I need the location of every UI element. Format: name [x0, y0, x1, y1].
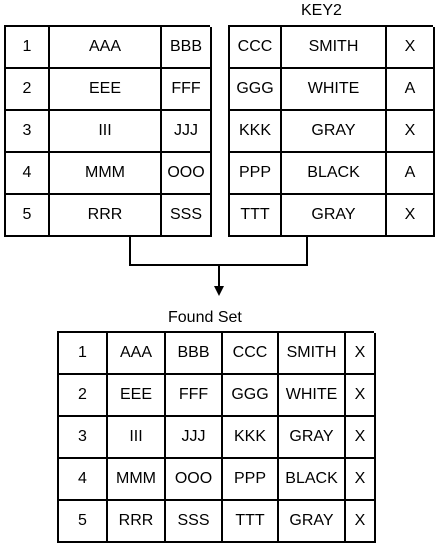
- table-cell: GRAY: [279, 501, 346, 543]
- table-cell: FFF: [166, 375, 223, 417]
- table-cell: X: [346, 459, 376, 501]
- table-cell: WHITE: [282, 69, 387, 111]
- table-cell: 2: [6, 69, 50, 111]
- table-cell: CCC: [223, 333, 279, 375]
- table-cell: BBB: [166, 333, 223, 375]
- table-cell: GRAY: [282, 195, 387, 237]
- table-cell: FFF: [162, 69, 212, 111]
- table-cell: X: [346, 417, 376, 459]
- table-cell: A: [387, 69, 435, 111]
- table-cell: SSS: [162, 195, 212, 237]
- table-cell: TTT: [223, 501, 279, 543]
- table-cell: X: [387, 195, 435, 237]
- table-cell: EEE: [50, 69, 162, 111]
- found-set-label: Found Set: [168, 309, 242, 326]
- table-cell: 2: [59, 375, 108, 417]
- table-cell: TTT: [230, 195, 282, 237]
- table-cell: SSS: [166, 501, 223, 543]
- merge-line: [129, 235, 308, 266]
- table-cell: GRAY: [282, 111, 387, 153]
- table-cell: JJJ: [166, 417, 223, 459]
- table-cell: BLACK: [282, 153, 387, 195]
- table-cell: PPP: [230, 153, 282, 195]
- table-cell: X: [387, 111, 435, 153]
- table-cell: X: [346, 375, 376, 417]
- table-cell: 5: [59, 501, 108, 543]
- table-cell: SMITH: [279, 333, 346, 375]
- table-cell: RRR: [50, 195, 162, 237]
- table-cell: X: [346, 333, 376, 375]
- table-cell: JJJ: [162, 111, 212, 153]
- arrow-head-icon: [214, 286, 224, 296]
- table-cell: 4: [6, 153, 50, 195]
- table-cell: WHITE: [279, 375, 346, 417]
- table-cell: 5: [6, 195, 50, 237]
- table-cell: AAA: [108, 333, 166, 375]
- table-cell: BLACK: [279, 459, 346, 501]
- table-cell: KKK: [230, 111, 282, 153]
- table-cell: KKK: [223, 417, 279, 459]
- table-cell: MMM: [50, 153, 162, 195]
- table-cell: OOO: [166, 459, 223, 501]
- table-cell: 1: [59, 333, 108, 375]
- table-cell: 3: [59, 417, 108, 459]
- table-cell: III: [108, 417, 166, 459]
- table-cell: 3: [6, 111, 50, 153]
- table-cell: AAA: [50, 27, 162, 69]
- table-cell: EEE: [108, 375, 166, 417]
- key2-label: KEY2: [301, 2, 342, 19]
- table-cell: OOO: [162, 153, 212, 195]
- table-cell: GRAY: [279, 417, 346, 459]
- table-cell: X: [346, 501, 376, 543]
- table-cell: CCC: [230, 27, 282, 69]
- table-cell: III: [50, 111, 162, 153]
- table-cell: 4: [59, 459, 108, 501]
- table-cell: GGG: [230, 69, 282, 111]
- table-cell: GGG: [223, 375, 279, 417]
- table-cell: SMITH: [282, 27, 387, 69]
- table-cell: 1: [6, 27, 50, 69]
- table-cell: A: [387, 153, 435, 195]
- table-cell: MMM: [108, 459, 166, 501]
- table-cell: RRR: [108, 501, 166, 543]
- table-cell: X: [387, 27, 435, 69]
- table-cell: BBB: [162, 27, 212, 69]
- table-cell: PPP: [223, 459, 279, 501]
